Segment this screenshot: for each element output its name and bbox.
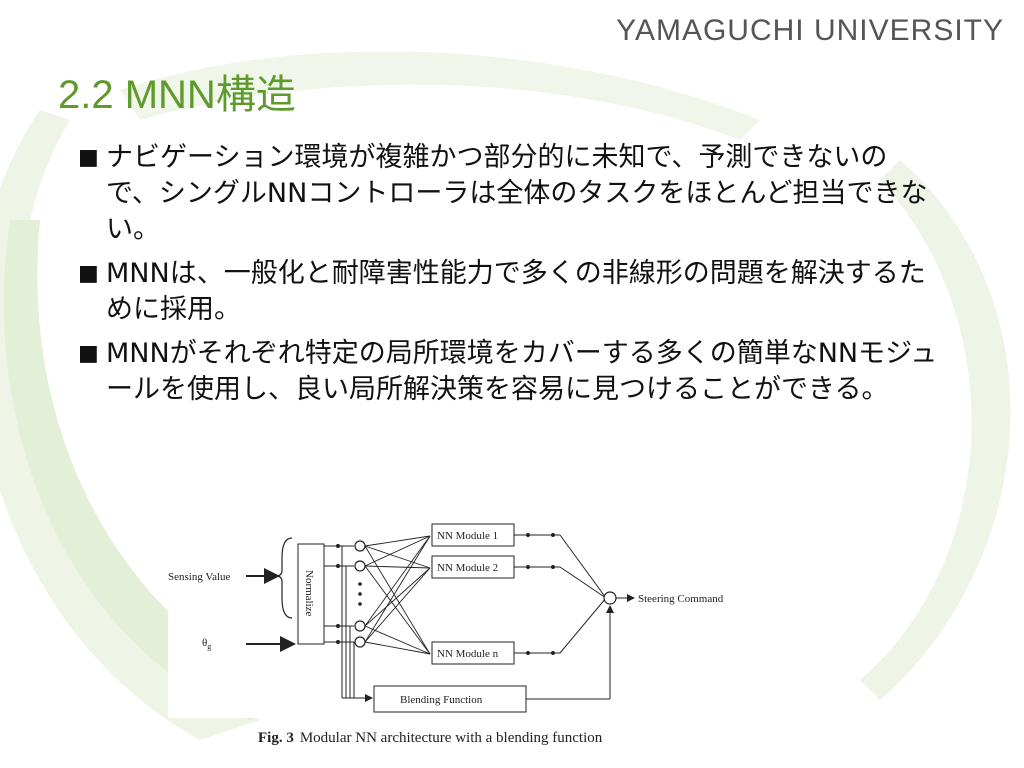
nn-module-n-label: NN Module n: [437, 648, 499, 660]
diagram-svg: Sensing Value θg Normalize: [168, 518, 768, 718]
normalize-label: Normalize: [303, 570, 315, 617]
connection-lines: [364, 535, 431, 655]
university-logo-text: YAMAGUCHI UNIVERSITY: [616, 14, 1004, 47]
bullet-item-3: ■ MNNがそれぞれ特定の局所環境をカバーする多くの簡単なNNモジュールを使用し…: [78, 336, 938, 408]
module-output-lines: [514, 534, 607, 654]
slide-title: 2.2 MNN構造: [58, 73, 296, 117]
nn-module-1-label: NN Module 1: [437, 530, 498, 542]
input-node-3: [354, 620, 366, 632]
sensing-value-label: Sensing Value: [168, 571, 231, 583]
square-bullet-icon: ■: [78, 341, 99, 366]
blending-function-label: Blending Function: [400, 694, 483, 706]
bullet-text: ナビゲーション環境が複雑かつ部分的に未知で、予測できないので、シングルNNコント…: [106, 142, 928, 245]
mnn-architecture-diagram: Sensing Value θg Normalize: [168, 518, 768, 718]
bullet-list: ■ ナビゲーション環境が複雑かつ部分的に未知で、予測できないので、シングルNNコ…: [78, 140, 938, 416]
caption-text: Modular NN architecture with a blending …: [299, 730, 603, 746]
input-node-1: [354, 540, 366, 552]
square-bullet-icon: ■: [78, 261, 99, 286]
steering-command-label: Steering Command: [638, 593, 724, 605]
bullet-text: MNNは、一般化と耐障害性能力で多くの非線形の問題を解決するために採用。: [106, 258, 926, 325]
blending-function-box: [373, 685, 527, 713]
input-node-4: [354, 636, 366, 648]
summing-node: [603, 591, 617, 605]
input-node-2: [354, 560, 366, 572]
bullet-text: MNNがそれぞれ特定の局所環境をカバーする多くの簡単なNNモジュールを使用し、良…: [106, 338, 938, 405]
square-bullet-icon: ■: [78, 145, 99, 170]
bullet-item-1: ■ ナビゲーション環境が複雑かつ部分的に未知で、予測できないので、シングルNNコ…: [78, 140, 938, 248]
theta-symbol: θg: [202, 637, 211, 651]
caption-label: Fig. 3: [258, 730, 294, 746]
bullet-item-2: ■ MNNは、一般化と耐障害性能力で多くの非線形の問題を解決するために採用。: [78, 256, 938, 328]
input-brace: [275, 537, 293, 619]
nn-module-2-label: NN Module 2: [437, 562, 498, 574]
normalize-box: [297, 543, 325, 645]
figure-caption: Fig. 3 Modular NN architecture with a ble…: [258, 730, 602, 747]
blending-input-lines: [341, 546, 614, 702]
